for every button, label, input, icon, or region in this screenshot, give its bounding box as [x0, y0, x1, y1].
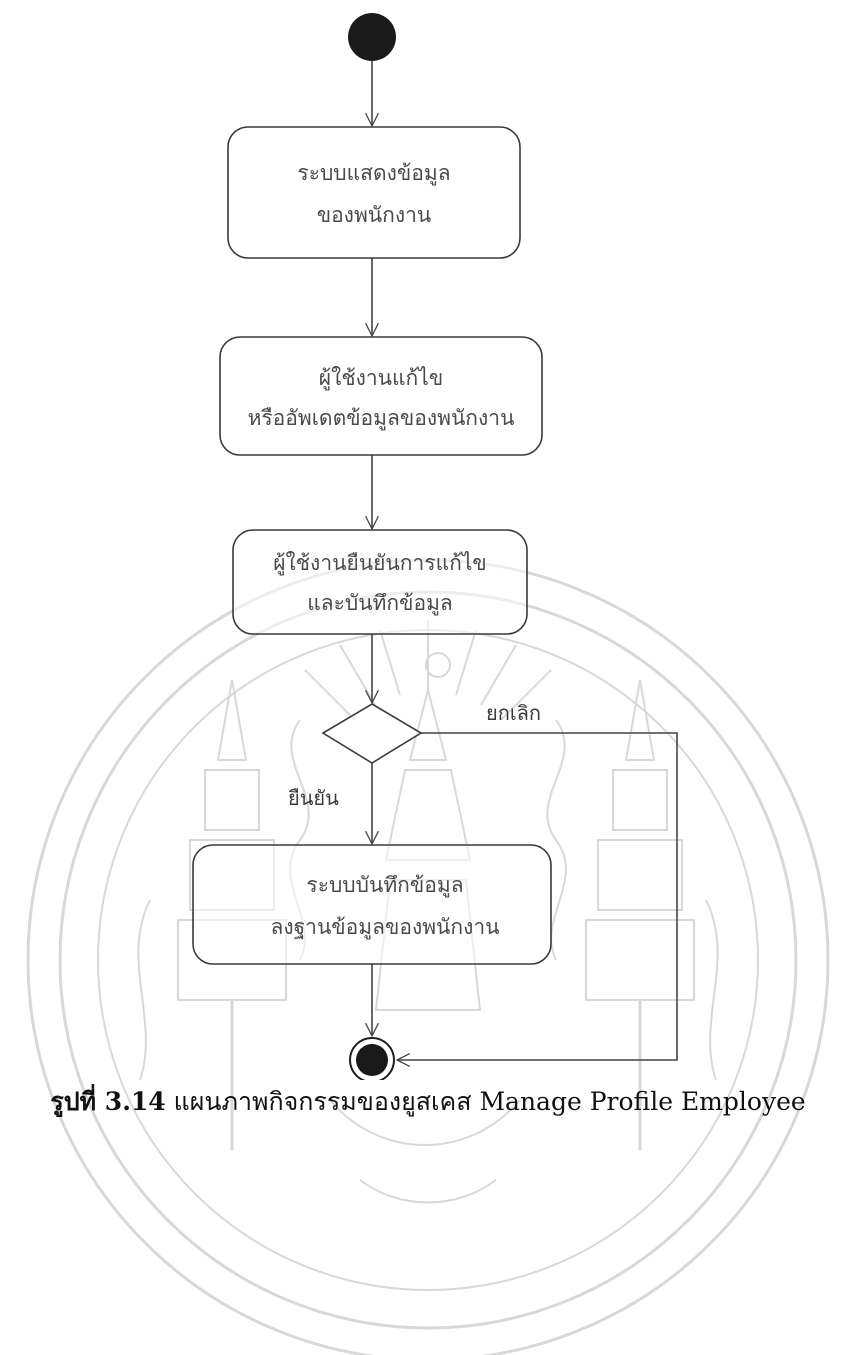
guard-confirm-label: ยืนยัน	[288, 786, 339, 810]
caption-text: แผนภาพกิจกรรมของยูสเคส Manage Profile Em…	[165, 1087, 806, 1116]
activity-show-info	[227, 126, 521, 259]
guard-cancel-label: ยกเลิก	[486, 701, 541, 725]
final-node	[349, 1037, 395, 1080]
activity-show-info-line2: ของพนักงาน	[317, 203, 432, 227]
figure-caption: รูปที่ 3.14 แผนภาพกิจกรรมของยูสเคส Manag…	[0, 1082, 856, 1122]
activity-user-confirm	[232, 529, 528, 635]
activity-save-db-line1: ระบบบันทึกข้อมูล	[306, 873, 463, 898]
activity-save-db	[192, 844, 552, 965]
decision-node	[321, 703, 423, 764]
activity-user-edit-line2: หรืออัพเดตข้อมูลของพนักงาน	[248, 406, 515, 431]
edge-decision-cancel-to-final	[395, 732, 678, 1067]
activity-show-info-line1: ระบบแสดงข้อมูล	[297, 161, 450, 186]
activity-user-edit-line1: ผู้ใช้งานแก้ไข	[319, 366, 443, 391]
initial-node	[348, 13, 396, 61]
activity-diagram: ระบบแสดงข้อมูล ของพนักงาน ผู้ใช้งานแก้ไข…	[192, 13, 678, 1080]
caption-figure-number: รูปที่ 3.14	[50, 1087, 166, 1116]
activity-user-confirm-line1: ผู้ใช้งานยืนยันการแก้ไข	[273, 551, 487, 576]
activity-user-edit	[219, 336, 543, 456]
activity-user-confirm-line2: และบันทึกข้อมูล	[307, 591, 453, 616]
activity-save-db-line2: ลงฐานข้อมูลของพนักงาน	[270, 915, 499, 940]
